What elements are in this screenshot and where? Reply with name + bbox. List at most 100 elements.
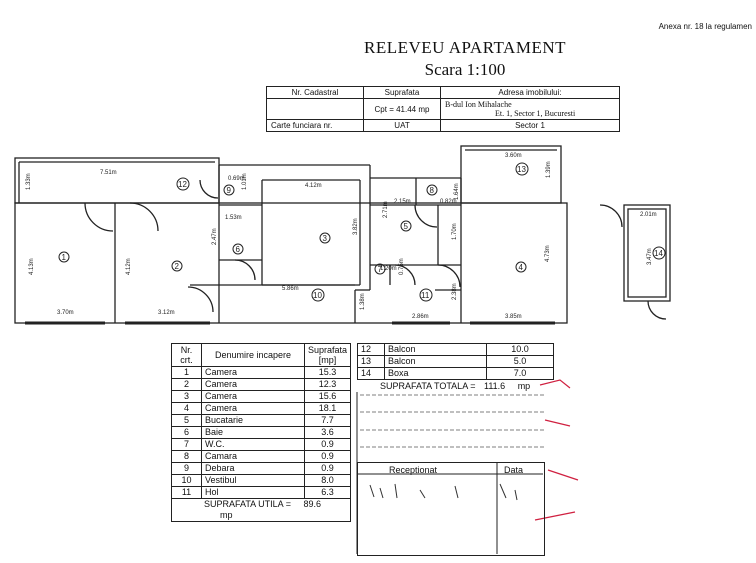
plan-dimensions: 7.51m 1.33m 0.69m 4.12m 3.60m 1.39m 1.53… xyxy=(26,153,657,320)
dim-label: 2.38m xyxy=(452,283,458,300)
dim-label: 1.64m xyxy=(454,183,460,200)
room-number: 7 xyxy=(378,265,383,274)
dim-label: 4.12m xyxy=(305,183,322,189)
dim-label: 0.82m xyxy=(440,199,457,205)
dim-label: 0.75m xyxy=(399,258,405,275)
dim-label: 2.86m xyxy=(412,314,429,320)
util-unit: mp xyxy=(220,510,233,520)
room-number: 2 xyxy=(175,262,180,271)
room-marker xyxy=(171,260,183,272)
outer-wall xyxy=(14,202,568,324)
dim-label: 3.70m xyxy=(57,310,74,316)
room-marker xyxy=(400,220,412,232)
dim-label: 3.47m xyxy=(647,248,653,265)
dim-label: 4.13m xyxy=(29,258,35,275)
rooms-table: Nr. crt. Denumire incapere Suprafata [mp… xyxy=(170,343,352,522)
room-number: 10 xyxy=(313,291,322,300)
util-value: 89.6 xyxy=(303,499,321,509)
dim-label: 1.01m xyxy=(242,173,248,190)
page-title: RELEVEU APARTAMENT xyxy=(364,38,566,57)
dim-label: 1.38m xyxy=(360,293,366,310)
room-number: 14 xyxy=(654,249,663,258)
stamp-mark xyxy=(539,379,571,389)
room-number: 4 xyxy=(519,263,524,272)
header-table: Nr. Cadastral Suprafata Adresa imobilulu… xyxy=(266,86,620,132)
room-marker xyxy=(515,162,529,176)
room-number: 12 xyxy=(178,180,187,189)
util-cell: SUPRAFATA UTILA = 89.6 mp xyxy=(170,498,352,522)
total-label: SUPRAFATA TOTALA = xyxy=(380,381,476,391)
dim-label: 0.69m xyxy=(228,176,245,182)
annex-note: Anexa nr. 18 la regulamen xyxy=(658,22,752,31)
room-number: 1 xyxy=(62,253,67,262)
dim-label: 1.20m xyxy=(380,266,397,272)
row-area: 15.3 xyxy=(303,366,352,379)
stamp-mark xyxy=(544,419,571,427)
room-number: 6 xyxy=(236,245,241,254)
room-number: 13 xyxy=(517,165,526,174)
room-marker xyxy=(176,177,190,191)
sector-value: Sector 1 xyxy=(440,119,620,132)
balcony-13 xyxy=(460,145,562,204)
room-number: 5 xyxy=(404,222,409,231)
dim-label: 3.85m xyxy=(505,314,522,320)
row-area: 18.1 xyxy=(303,402,352,415)
util-label: SUPRAFATA UTILA = xyxy=(204,499,291,509)
total-area: SUPRAFATA TOTALA = 111.6 mp xyxy=(380,381,530,391)
room-marker xyxy=(232,243,244,255)
box-14 xyxy=(623,204,671,302)
dim-label: 2.15m xyxy=(394,199,411,205)
room-marker xyxy=(311,288,325,302)
dim-label: 3.60m xyxy=(505,153,522,159)
dim-label: 4.12m xyxy=(126,258,132,275)
room-marker xyxy=(515,261,527,273)
plan-walls xyxy=(14,145,671,325)
room-marker xyxy=(374,263,386,275)
dim-label: 7.51m xyxy=(100,170,117,176)
scale-label: Scara 1:100 xyxy=(424,60,506,79)
carte-funciara-label: Carte funciara nr. xyxy=(266,119,364,132)
row-area: 7.0 xyxy=(486,367,554,380)
room-marker xyxy=(223,184,235,196)
dim-label: 3.12m xyxy=(158,310,175,316)
room-markers: 1 2 3 4 5 6 7 8 9 10 11 12 13 14 xyxy=(58,162,666,302)
col-header-area: Suprafata [mp] xyxy=(303,343,352,367)
total-value: 111.6 xyxy=(483,381,506,391)
receptionat-label: Receptionat xyxy=(389,465,438,475)
address-line-1: B-dul Ion Mihalache xyxy=(445,100,512,109)
stamp-mark xyxy=(547,469,579,481)
address-line-2: Et. 1, Sector 1, Bucuresti xyxy=(495,109,576,118)
room-number: 9 xyxy=(227,186,232,195)
room-marker xyxy=(58,251,70,263)
dim-label: 3.82m xyxy=(353,218,359,235)
dim-label: 2.01m xyxy=(640,212,657,218)
dim-label: 1.33m xyxy=(26,173,32,190)
dim-label: 1.70m xyxy=(452,223,458,240)
util-row: SUPRAFATA UTILA = 89.6 mp xyxy=(170,498,352,522)
room-marker xyxy=(319,232,331,244)
total-unit: mp xyxy=(517,381,531,391)
receptionat-box xyxy=(357,462,545,556)
dim-label: 2.47m xyxy=(212,228,218,245)
data-label: Data xyxy=(504,465,524,475)
room-number: 3 xyxy=(323,234,328,243)
dim-label: 1.39m xyxy=(546,161,552,178)
stamp-mark xyxy=(534,511,576,521)
room-number: 8 xyxy=(430,186,435,195)
room-marker xyxy=(419,288,433,302)
room-marker xyxy=(652,246,666,260)
dim-label: 2.71m xyxy=(383,201,389,218)
room-number: 11 xyxy=(421,291,430,300)
dim-label: 1.53m xyxy=(225,215,242,221)
